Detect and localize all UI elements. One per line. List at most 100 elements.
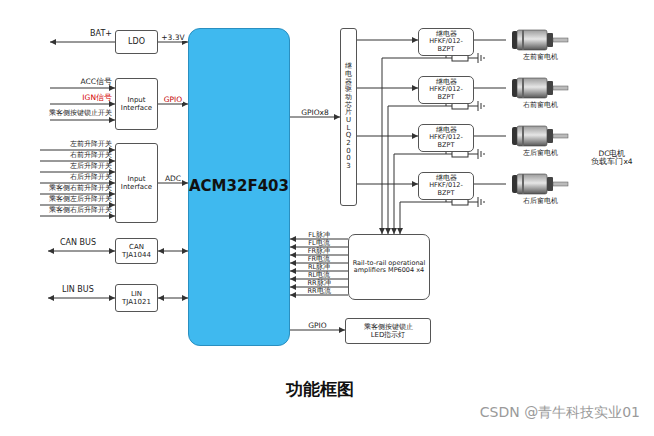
edge-label: RR脉冲 bbox=[306, 280, 331, 287]
node-title: 继电器 bbox=[436, 79, 457, 86]
node-title: CAN bbox=[129, 243, 144, 251]
signal-label: ACC信号 bbox=[81, 78, 112, 86]
node-subtitle: HFKF/012-BZPT bbox=[421, 38, 471, 53]
node-title: 右前窗电机 bbox=[523, 101, 558, 109]
input-wire bbox=[40, 205, 115, 206]
node-subtitle: TJA1044 bbox=[122, 251, 151, 259]
diagram-title: 功能框图 bbox=[0, 380, 640, 399]
input-wire bbox=[40, 194, 115, 195]
input-wire bbox=[40, 216, 115, 217]
node-subtitle: TJA1021 bbox=[122, 298, 151, 306]
connector bbox=[158, 298, 188, 299]
connector bbox=[357, 88, 418, 89]
connector bbox=[290, 330, 345, 331]
bus-wire bbox=[48, 251, 115, 252]
connector bbox=[357, 40, 418, 41]
connector bbox=[158, 104, 188, 105]
edge-label: GPIO bbox=[307, 322, 327, 330]
node-title: 左后窗电机 bbox=[523, 149, 558, 157]
driver-chip: 继电器驱动芯片ULQ2003 bbox=[340, 28, 357, 206]
node-title: Input Interface bbox=[118, 175, 155, 191]
input-wire bbox=[40, 172, 115, 173]
edge-label: RL脉冲 bbox=[307, 264, 331, 271]
connector bbox=[158, 42, 188, 43]
bus-label: LIN BUS bbox=[62, 286, 94, 295]
node-title: Input Interface bbox=[118, 96, 155, 112]
load-label: DC电机 负载车门x4 bbox=[586, 150, 638, 167]
switch-label: 乘客侧右后升降开关 bbox=[49, 207, 112, 215]
watermark: CSDN @青牛科技实业01 bbox=[480, 405, 640, 420]
motor-icon bbox=[508, 125, 572, 147]
connector bbox=[474, 88, 506, 89]
motor-icon bbox=[508, 173, 572, 195]
input-wire bbox=[40, 150, 115, 151]
sense-wire bbox=[388, 106, 478, 234]
node-title: 继电器 bbox=[436, 31, 457, 38]
node-title: 继电器 bbox=[436, 175, 457, 182]
input-wire bbox=[50, 104, 115, 105]
relay-box: 继电器HFKF/012-BZPT bbox=[418, 124, 474, 152]
node-title: LIN bbox=[131, 290, 142, 298]
input-wire bbox=[50, 120, 115, 121]
relay-box: 继电器HFKF/012-BZPT bbox=[418, 172, 474, 200]
connector bbox=[290, 117, 340, 118]
edge-label: FR电流 bbox=[307, 256, 331, 263]
edge-label: GPIO bbox=[163, 96, 183, 104]
led-box: 乘客侧按键锁止 LED指示灯 bbox=[345, 318, 431, 344]
motor-icon bbox=[508, 29, 572, 51]
bus-label: CAN BUS bbox=[60, 239, 96, 248]
node-title: LDO bbox=[128, 37, 145, 46]
node-title: ACM32F403 bbox=[189, 178, 289, 195]
relay-box: 继电器HFKF/012-BZPT bbox=[418, 76, 474, 104]
node-title: 继电器驱动芯片ULQ2003 bbox=[345, 63, 352, 171]
node-subtitle: HFKF/012-BZPT bbox=[421, 182, 471, 197]
switch-label: 左前升降开关 bbox=[70, 141, 112, 149]
dc-motor: 左前窗电机 bbox=[506, 29, 574, 63]
input-wire bbox=[40, 161, 115, 162]
edge-label: GPIOx8 bbox=[300, 109, 330, 117]
edge-label: RL电流 bbox=[307, 272, 331, 279]
node-title: 乘客侧按键锁止 LED指示灯 bbox=[348, 323, 428, 339]
interface-box: Input Interface bbox=[115, 78, 158, 130]
connector bbox=[158, 251, 188, 252]
switch-label: 左后升降开关 bbox=[70, 163, 112, 171]
ground-symbol bbox=[478, 101, 484, 111]
connector bbox=[474, 136, 506, 137]
transceiver-box: LINTJA1021 bbox=[115, 284, 158, 312]
switch-label: 乘客侧左后升降开关 bbox=[49, 196, 112, 204]
edge-label: FL脉冲 bbox=[307, 232, 330, 239]
ground-symbol bbox=[478, 53, 484, 63]
node-title: Rail-to-rail operational amplifiers MP60… bbox=[351, 260, 427, 275]
sense-wire bbox=[400, 202, 478, 234]
ldo-box: LDO bbox=[115, 30, 158, 54]
switch-label: 乘客侧右前升降开关 bbox=[49, 185, 112, 193]
dc-motor: 左后窗电机 bbox=[506, 125, 574, 159]
connector bbox=[357, 136, 418, 137]
connector bbox=[357, 184, 418, 185]
motor-icon bbox=[508, 77, 572, 99]
sense-wire bbox=[382, 58, 478, 234]
ground-symbol bbox=[478, 197, 484, 207]
connector bbox=[474, 40, 506, 41]
dc-motor: 右前窗电机 bbox=[506, 77, 574, 111]
input-wire bbox=[50, 42, 115, 43]
sense-wire bbox=[394, 154, 478, 234]
node-title: 左前窗电机 bbox=[523, 53, 558, 61]
edge-label: ADC bbox=[164, 175, 182, 183]
node-subtitle: HFKF/012-BZPT bbox=[421, 86, 471, 101]
opamp-box: Rail-to-rail operational amplifiers MP60… bbox=[348, 234, 430, 300]
connector bbox=[290, 295, 348, 296]
edge-label: FR脉冲 bbox=[307, 248, 331, 255]
bus-wire bbox=[48, 298, 115, 299]
mcu-block: ACM32F403 bbox=[188, 28, 290, 346]
connector bbox=[474, 184, 506, 185]
signal-label: 乘客侧按键锁止开关 bbox=[49, 110, 112, 118]
switch-label: 右前升降开关 bbox=[70, 152, 112, 160]
input-wire bbox=[40, 183, 115, 184]
node-title: 继电器 bbox=[436, 127, 457, 134]
edge-label: RR电流 bbox=[306, 288, 331, 295]
relay-box: 继电器HFKF/012-BZPT bbox=[418, 28, 474, 56]
signal-label: IGN信号 bbox=[82, 94, 112, 102]
